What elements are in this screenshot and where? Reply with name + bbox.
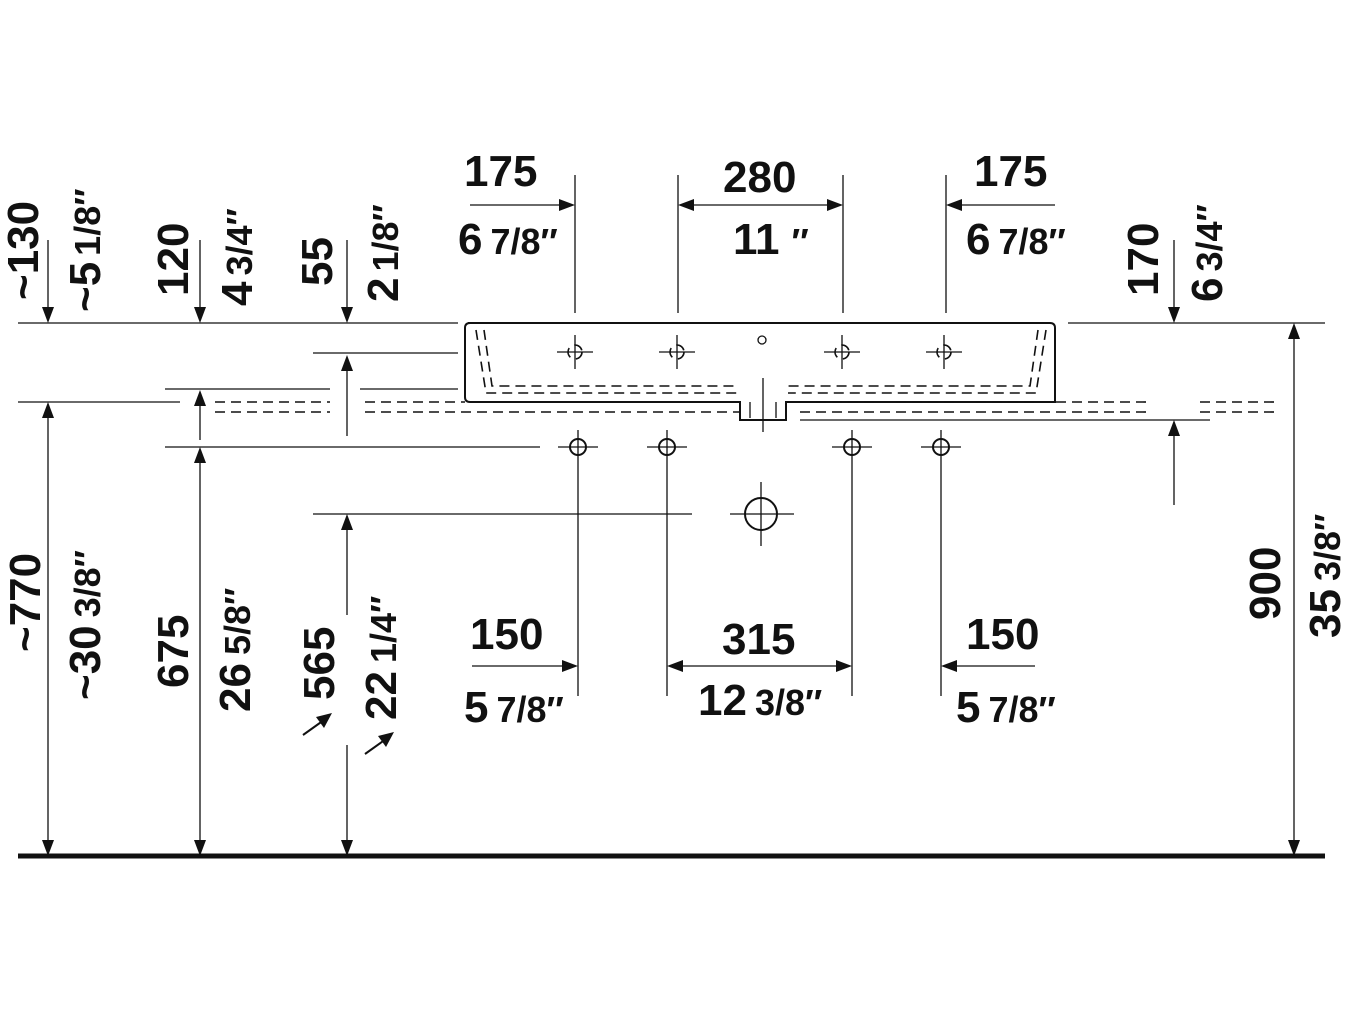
dim-inch-whole: 5 — [956, 683, 980, 732]
tap-hole-marker — [557, 335, 593, 369]
dim-mm: 565 — [295, 627, 344, 700]
dim-inch-whole: 2 — [359, 278, 408, 302]
dim-inch-whole: 5 — [464, 683, 488, 732]
dim-inch-frac: 3/8″ — [755, 682, 822, 723]
dim-inch-whole: ~5 — [61, 262, 110, 312]
water-connection-marker — [558, 430, 598, 696]
dim-inch-frac: 5/8″ — [217, 588, 258, 655]
dim-inch-frac: 7/8″ — [988, 689, 1055, 730]
dim-inch-whole: 12 — [698, 676, 747, 725]
dim-inch-whole: 11 — [733, 215, 780, 264]
dim-inch-frac: ″ — [792, 221, 809, 262]
dim-inch: ~30 3/8″ — [61, 550, 110, 700]
dim-inch: 2 1/8″ — [359, 204, 408, 302]
dim-inch-whole: 22 — [357, 671, 406, 720]
dim-mm: 55 — [293, 237, 342, 286]
dim-mm: 675 — [149, 615, 198, 688]
basin — [464, 322, 1056, 432]
dimension-lines — [42, 199, 1300, 856]
dim-inch-whole: ~30 — [61, 625, 110, 700]
dim-inch-frac: 1/8″ — [67, 189, 108, 256]
dim-inch: 26 5/8″ — [211, 588, 260, 712]
dim-mm: 315 — [722, 615, 795, 664]
water-connection-marker — [832, 430, 872, 696]
dim-inch-frac: 7/8″ — [490, 221, 557, 262]
dim-left-120: 120 4 3/4″ — [149, 208, 262, 306]
water-connection-marker — [921, 430, 961, 696]
dim-inch: ~5 1/8″ — [61, 189, 110, 312]
dim-inch-frac: 7/8″ — [496, 689, 563, 730]
dim-left-675: 675 26 5/8″ — [149, 588, 260, 712]
dim-mm: 175 — [974, 147, 1047, 196]
overflow-hole — [757, 335, 767, 345]
dim-mm: 120 — [149, 223, 198, 296]
dim-mm: 175 — [464, 147, 537, 196]
dim-left-55: 55 2 1/8″ — [293, 204, 408, 302]
dim-inch: 22 1/4″ — [357, 596, 406, 720]
dim-inch-frac: 3/8″ — [67, 550, 108, 617]
dim-top-mid-280: 280 11 ″ — [723, 153, 809, 264]
dim-left-565: 565 22 1/4″ — [295, 596, 406, 720]
tap-hole-markers — [557, 335, 962, 369]
dim-mm: 170 — [1119, 223, 1168, 296]
dim-mm: ~770 — [1, 553, 50, 652]
dim-mm: 280 — [723, 153, 796, 202]
dim-inch: 35 3/8″ — [1301, 514, 1345, 638]
dim-inch-frac: 1/4″ — [363, 596, 404, 663]
dim-inch-frac: 3/8″ — [1307, 514, 1345, 581]
dim-right-900: 900 35 3/8″ — [1241, 514, 1345, 638]
water-connection-marker — [647, 430, 687, 696]
dim-inch-frac: 7/8″ — [998, 221, 1065, 262]
dim-left-130: ~130 ~5 1/8″ — [0, 189, 110, 312]
dim-mm: 900 — [1241, 547, 1290, 620]
wall-connections — [558, 430, 961, 696]
dim-inch: 11 ″ — [733, 215, 809, 264]
dim-inch-frac: 3/4″ — [219, 208, 260, 275]
dim-mm: ~130 — [0, 201, 48, 300]
dim-inch-whole: 26 — [211, 663, 260, 712]
dim-inch-whole: 4 — [213, 281, 262, 306]
waste-connection-marker — [730, 482, 794, 546]
dim-inch-whole: 6 — [458, 215, 482, 264]
dim-right-170: 170 6 3/4″ — [1119, 204, 1232, 302]
tap-hole-marker — [659, 335, 695, 369]
dim-inch: 4 3/4″ — [213, 208, 262, 306]
dim-mm: 150 — [966, 610, 1039, 659]
dim-inch: 6 3/4″ — [1183, 204, 1232, 302]
dim-inch-frac: 3/4″ — [1189, 204, 1230, 271]
dim-left-770: ~770 ~30 3/8″ — [1, 550, 110, 700]
tap-hole-marker — [824, 335, 860, 369]
dim-inch-whole: 35 — [1301, 589, 1345, 638]
dim-mm: 150 — [470, 610, 543, 659]
dim-inch-whole: 6 — [1183, 278, 1232, 302]
extension-lines — [18, 175, 1325, 515]
dim-inch-whole: 6 — [966, 215, 990, 264]
hidden-lines — [215, 401, 1278, 413]
dim-inch-frac: 1/8″ — [365, 204, 406, 271]
tap-hole-marker — [926, 335, 962, 369]
